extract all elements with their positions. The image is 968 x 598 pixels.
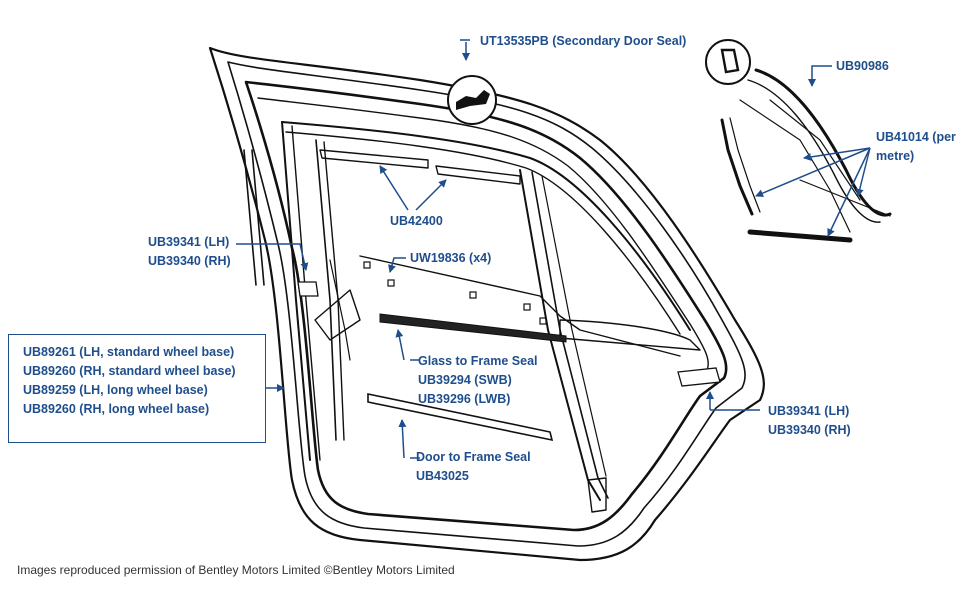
label-ub42400: UB42400 bbox=[390, 214, 443, 228]
label-latch-left: UB39341 (LH)UB39340 (RH) bbox=[148, 235, 231, 268]
seal-profile-callout bbox=[447, 75, 497, 125]
glass-to-frame-seal bbox=[379, 313, 567, 343]
copyright-caption: Images reproduced permission of Bentley … bbox=[17, 563, 455, 577]
label-latch-right: UB39341 (LH)UB39340 (RH) bbox=[768, 404, 851, 437]
label-secondary-door-seal: UT13535PB (Secondary Door Seal) bbox=[480, 34, 687, 48]
label-uw19836: UW19836 (x4) bbox=[410, 251, 492, 265]
label-box-ub89261: UB89261 (LH, standard wheel base) UB8926… bbox=[8, 334, 266, 443]
clips-uw19836 bbox=[363, 261, 547, 325]
door-to-frame-seal bbox=[367, 393, 554, 442]
window-frame bbox=[281, 121, 701, 513]
quarter-vent-glass bbox=[705, 39, 892, 243]
latch-left bbox=[297, 281, 319, 297]
latch-right bbox=[677, 367, 721, 387]
label-ub90986: UB90986 bbox=[836, 59, 889, 73]
leader-arrows bbox=[236, 39, 871, 459]
